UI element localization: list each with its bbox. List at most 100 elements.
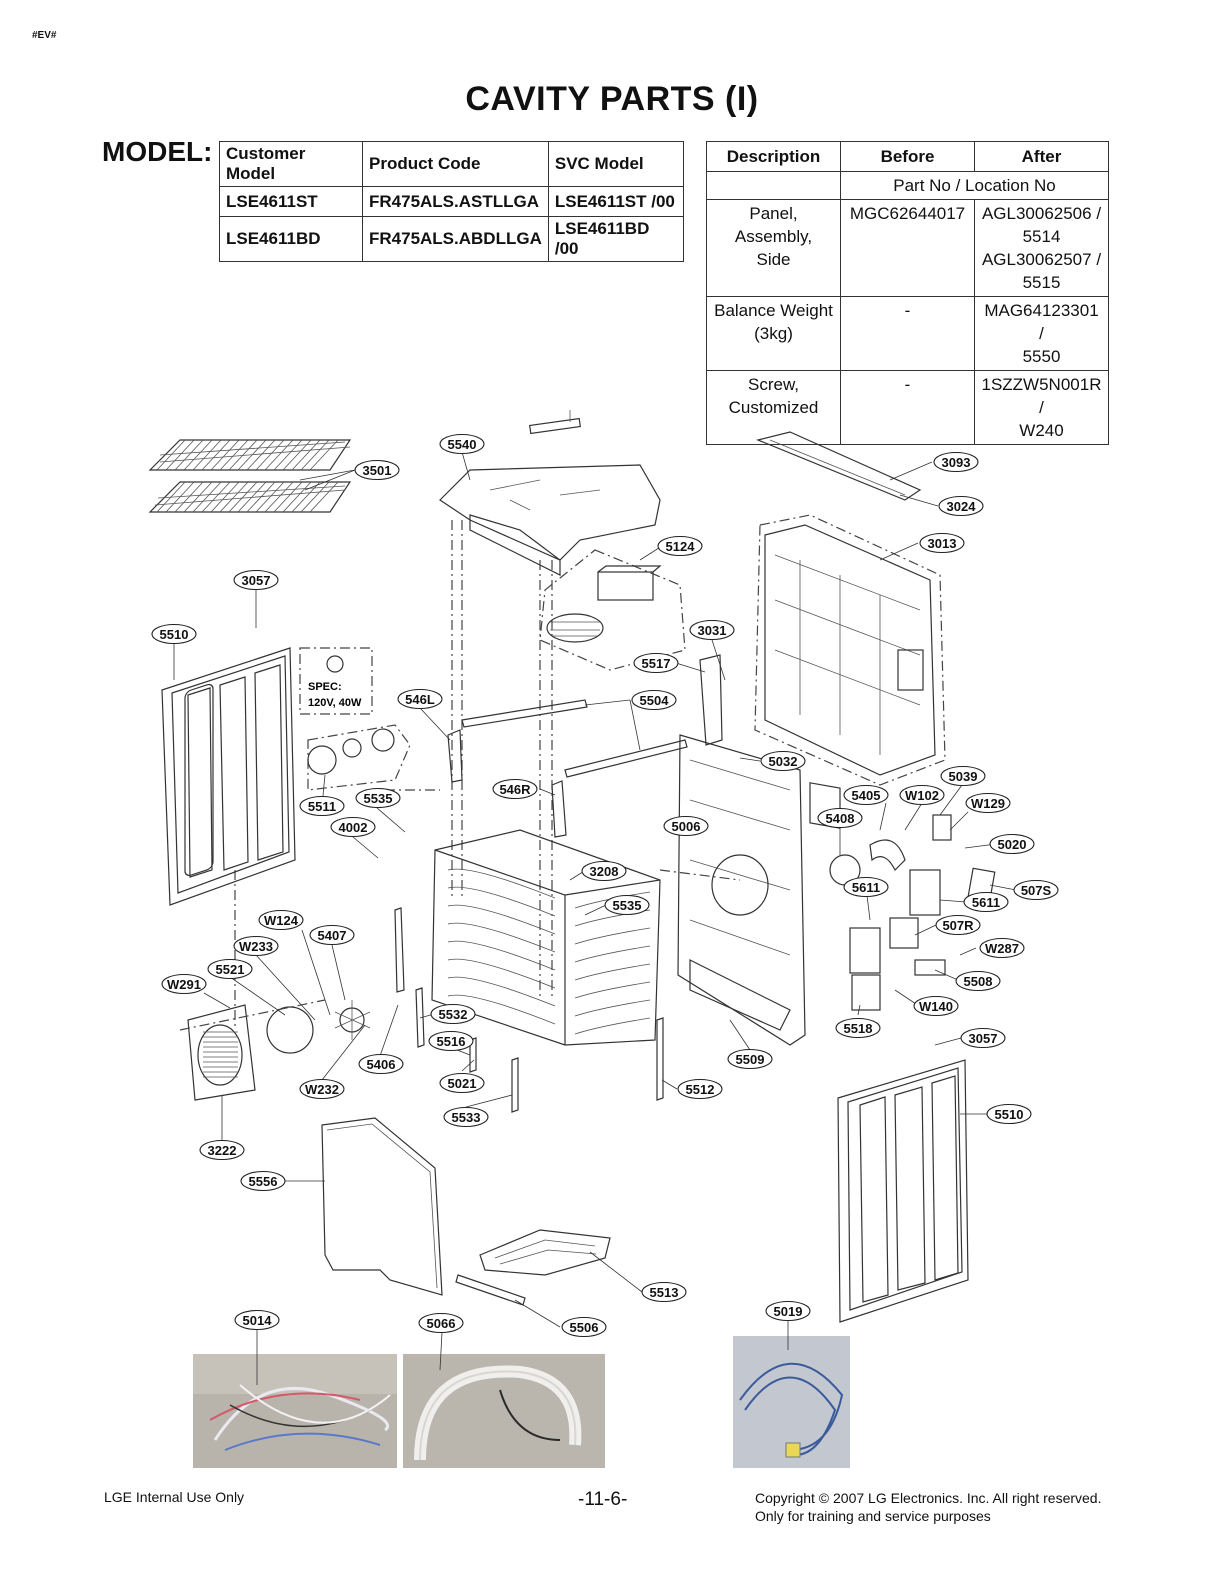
part-callout-5504: 5504	[631, 689, 677, 711]
after-line: AGL30062506 /	[981, 204, 1102, 223]
oven-cavity	[431, 829, 661, 1046]
part-callout-5513: 5513	[641, 1281, 687, 1303]
wire-photo	[733, 1336, 850, 1468]
part-callout-5611: 5611	[963, 891, 1009, 913]
part-callout-5006: 5006	[663, 815, 709, 837]
callout-label: W232	[305, 1082, 339, 1097]
part-callout-3093: 3093	[933, 451, 979, 473]
callout-label: 5508	[964, 974, 993, 989]
callout-label: 5535	[613, 898, 642, 913]
callout-label: 5611	[972, 895, 1000, 910]
rail-strips	[461, 654, 723, 778]
convection-fan-assembly	[539, 549, 686, 671]
description-line: Panel, Assembly,	[734, 204, 813, 246]
callout-label: 5407	[318, 928, 347, 943]
callout-label: 4002	[339, 820, 368, 835]
spec-label-line-1: SPEC:	[308, 681, 342, 693]
before-cell: -	[840, 370, 975, 445]
callout-label: 546R	[499, 782, 531, 797]
part-callout-3057: 3057	[233, 569, 279, 591]
after-cell: 1SZZW5N001R / W240	[974, 370, 1109, 445]
footer-internal-use: LGE Internal Use Only	[104, 1489, 245, 1505]
callout-label: W140	[919, 999, 953, 1014]
callout-label: W129	[971, 796, 1005, 811]
part-callout-3222: 3222	[199, 1139, 245, 1161]
callout-label: 5006	[672, 819, 701, 834]
description-line: Customized	[728, 398, 819, 417]
part-callout-5521: 5521	[207, 958, 253, 980]
callout-label: 3031	[698, 623, 727, 638]
sensor-harness-photo	[403, 1354, 605, 1468]
after-line: 5550	[1022, 347, 1061, 366]
callout-label: W291	[167, 977, 201, 992]
callout-label: 5516	[437, 1034, 466, 1049]
callout-label: 3501	[363, 463, 392, 478]
part-callout-w291: W291	[161, 973, 207, 995]
part-callout-5014: 5014	[234, 1309, 280, 1331]
left-side-panel	[161, 647, 296, 906]
part-callout-5556: 5556	[240, 1170, 286, 1192]
bottom-strip	[455, 1274, 526, 1306]
part-callout-w124: W124	[258, 909, 304, 931]
callout-label: 5406	[367, 1057, 396, 1072]
part-callout-5611: 5611	[843, 876, 889, 898]
rear-panel	[754, 514, 946, 829]
change-table: Description Before After Part No / Locat…	[706, 141, 1109, 445]
callout-label: W287	[985, 941, 1019, 956]
part-callout-5019: 5019	[765, 1300, 811, 1322]
callout-label: 5611	[852, 880, 880, 895]
part-callout-5039: 5039	[940, 765, 986, 787]
callout-label: 5509	[736, 1052, 765, 1067]
convection-fan-cover	[179, 999, 371, 1101]
part-location-subheader: Part No / Location No	[840, 171, 1109, 200]
description-line: (3kg)	[754, 324, 793, 343]
callout-label: 5020	[998, 837, 1027, 852]
after-line: 5514	[1022, 227, 1061, 246]
wire-harness-photo	[193, 1354, 397, 1468]
part-callout-3057: 3057	[960, 1027, 1006, 1049]
before-cell: MGC62644017	[840, 199, 975, 297]
callout-label: 5408	[826, 811, 855, 826]
part-callout-3208: 3208	[581, 860, 627, 882]
callout-label: 5512	[686, 1082, 715, 1097]
customer-model-cell: LSE4611BD	[219, 216, 363, 262]
callout-label: 5556	[249, 1174, 278, 1189]
part-callout-5124: 5124	[657, 535, 703, 557]
part-callout-5535: 5535	[604, 894, 650, 916]
page-title: CAVITY PARTS (I)	[465, 80, 759, 118]
after-line: MAG64123301 /	[984, 301, 1099, 343]
assembly-guide-lines	[234, 520, 741, 1030]
header-customer-model: Customer Model	[219, 141, 363, 187]
part-callout-5511: 5511	[299, 795, 345, 817]
model-table-row: LSE4611BD FR475ALS.ABDLLGA LSE4611BD /00	[219, 216, 684, 262]
part-callout-507s: 507S	[1013, 879, 1059, 901]
after-line: W240	[1019, 421, 1064, 440]
after-line: AGL30062507 /	[981, 250, 1102, 269]
training-note-line: Only for training and service purposes	[755, 1508, 991, 1524]
description-line: Screw,	[747, 375, 800, 394]
part-callout-4002: 4002	[330, 816, 376, 838]
change-row: Screw, Customized - 1SZZW5N001R / W240	[706, 370, 1109, 445]
change-table-subheader-row: Part No / Location No	[706, 171, 1109, 200]
part-callout-5020: 5020	[989, 833, 1035, 855]
part-callout-w233: W233	[233, 935, 279, 957]
part-callout-5532: 5532	[430, 1003, 476, 1025]
part-callout-w232: W232	[299, 1078, 345, 1100]
callout-label: 5019	[774, 1304, 803, 1319]
callout-label: 5540	[448, 437, 477, 452]
top-trim	[756, 431, 922, 501]
part-callout-546l: 546L	[397, 688, 443, 710]
callout-label: 5518	[844, 1021, 873, 1036]
part-callout-3031: 3031	[689, 619, 735, 641]
callout-label: 3024	[947, 499, 977, 514]
part-callout-5408: 5408	[817, 807, 863, 829]
change-row: Panel, Assembly, Side MGC62644017 AGL300…	[706, 199, 1109, 297]
model-label: MODEL:	[102, 136, 213, 167]
callout-label: W233	[239, 939, 273, 954]
part-callout-5535: 5535	[355, 787, 401, 809]
callout-label: 5513	[650, 1285, 679, 1300]
part-callout-5517: 5517	[633, 652, 679, 674]
oven-lamp-spec-box: SPEC: 120V, 40W	[299, 647, 373, 715]
model-table-header-row: Customer Model Product Code SVC Model	[219, 141, 684, 187]
part-callout-5533: 5533	[443, 1106, 489, 1128]
